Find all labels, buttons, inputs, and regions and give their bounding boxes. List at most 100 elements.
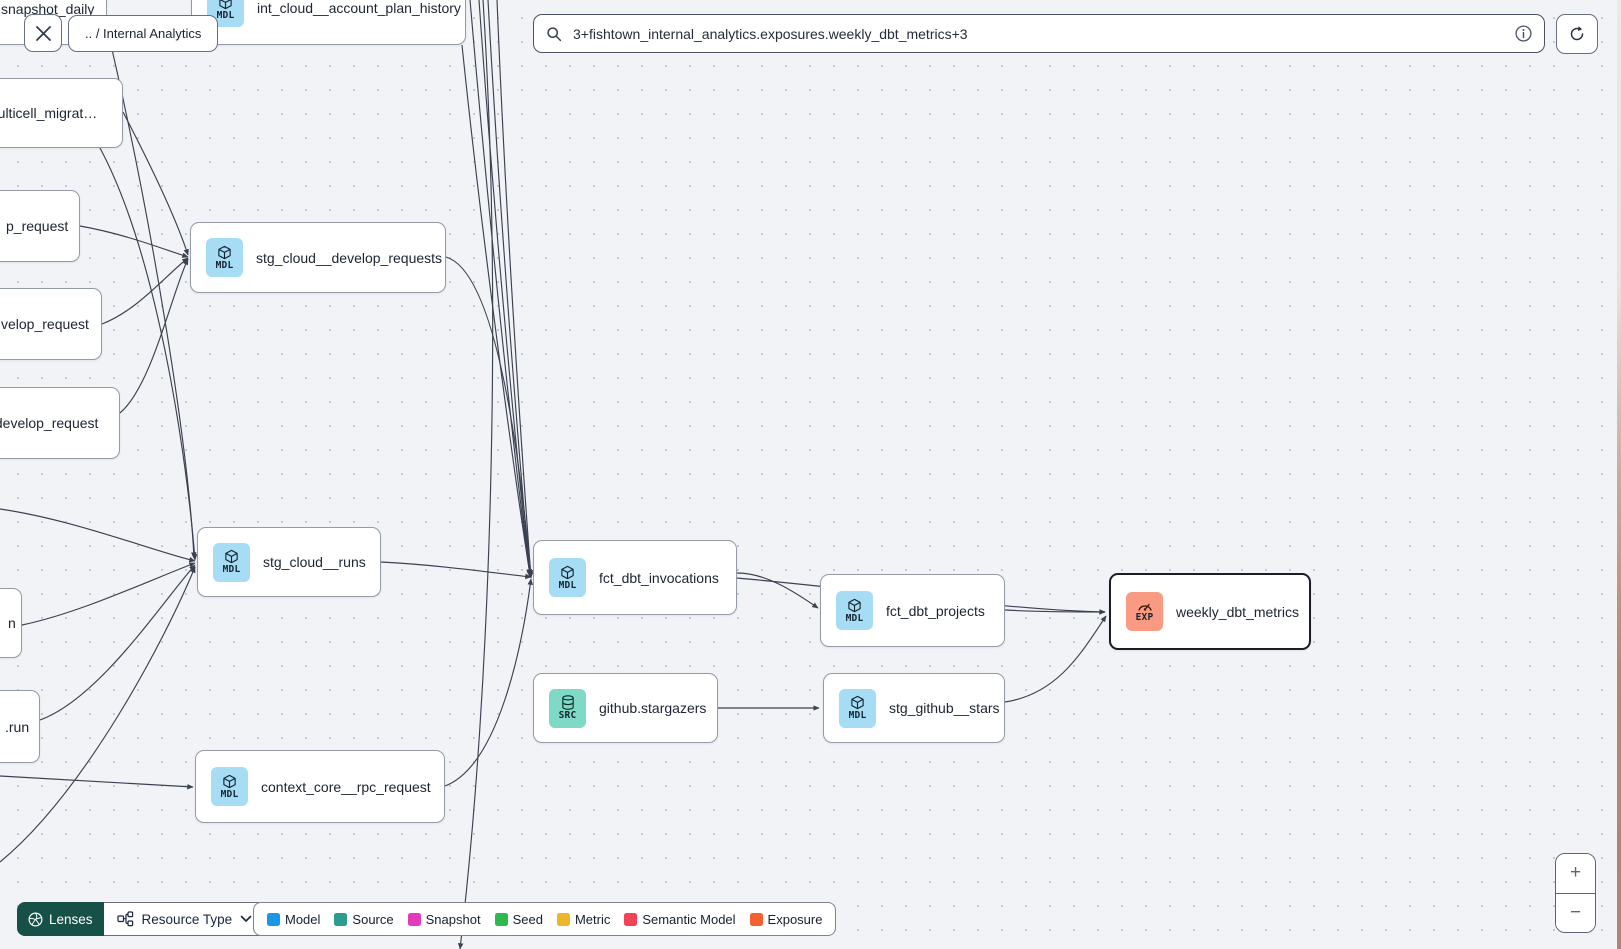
node-label: multicell_migrat…	[0, 105, 98, 121]
model-badge: MDL	[213, 542, 250, 582]
model-icon	[560, 565, 575, 580]
breadcrumb[interactable]: .. / Internal Analytics	[68, 15, 219, 52]
legend-swatch	[407, 912, 421, 926]
node-label: .develop_request	[0, 415, 99, 431]
badge-type-label: MDL	[222, 564, 241, 576]
exposure-icon	[1137, 600, 1153, 612]
legend-item-exposure: Exposure	[749, 911, 823, 927]
legend-label: Semantic Model	[642, 911, 736, 927]
lineage-edge	[496, 0, 534, 579]
badge-type-label: MDL	[558, 579, 577, 591]
model-badge: MDL	[839, 688, 876, 728]
legend-label: Source	[352, 911, 394, 927]
node-label: fct_dbt_invocations	[599, 569, 719, 586]
graph-node-stg_cloud__runs[interactable]: MDL stg_cloud__runs	[197, 527, 381, 597]
lineage-edge	[736, 572, 819, 609]
model-icon	[847, 598, 862, 613]
chevron-down-icon	[240, 915, 252, 922]
lineage-edge	[0, 566, 196, 863]
graph-node-context_core__rpc_request[interactable]: MDL context_core__rpc_request	[195, 750, 445, 823]
refresh-button[interactable]	[1556, 14, 1598, 54]
graph-node-develop_request[interactable]: MDL.develop_request	[0, 387, 120, 459]
close-button[interactable]	[24, 14, 62, 52]
lineage-edge	[1004, 609, 1106, 615]
zoom-out-button[interactable]: −	[1556, 893, 1595, 932]
graph-node-run_node[interactable]: MDL.run	[0, 690, 40, 763]
legend-item-source: Source	[334, 911, 394, 927]
node-label: stg_cloud__develop_requests	[256, 249, 443, 266]
source-icon	[561, 695, 575, 711]
model-icon	[222, 774, 237, 789]
resource-type-label: Resource Type	[141, 911, 233, 927]
resource-type-dropdown[interactable]: Resource Type	[103, 902, 267, 936]
desktop-edge-strip	[1617, 0, 1621, 949]
model-icon	[217, 245, 232, 260]
badge-type-label: MDL	[848, 710, 867, 722]
graph-node-int_cloud__account_plan_history[interactable]: MDL int_cloud__account_plan_history	[191, 0, 466, 45]
lenses-icon	[28, 912, 43, 926]
lineage-edge	[461, 44, 532, 576]
model-badge: MDL	[549, 558, 586, 597]
badge-type-label: EXP	[1135, 612, 1154, 624]
node-label: snapshot_daily	[1, 0, 95, 17]
lenses-label: Lenses	[49, 911, 93, 927]
legend-label: Metric	[574, 911, 611, 927]
lineage-edge	[99, 147, 198, 561]
legend-label: Snapshot	[425, 911, 481, 927]
legend-item-model: Model	[267, 912, 320, 927]
source-badge: SRC	[549, 688, 586, 728]
model-badge: MDL	[211, 767, 248, 806]
legend-swatch	[267, 912, 280, 926]
lenses-button[interactable]: Lenses	[17, 902, 104, 936]
lineage-edge	[21, 562, 196, 626]
lineage-edge	[106, 27, 197, 559]
badge-type-label: MDL	[220, 788, 239, 800]
lineage-edge	[487, 0, 533, 578]
lineage-edge	[39, 564, 196, 721]
node-label: stg_cloud__runs	[263, 554, 366, 570]
zoom-in-button[interactable]: +	[1556, 854, 1595, 894]
badge-type-label: MDL	[216, 9, 235, 21]
legend-swatch	[494, 912, 508, 926]
legend-label: Seed	[512, 911, 543, 927]
search-input[interactable]	[571, 24, 1506, 43]
legend-item-metric: Metric	[556, 911, 611, 927]
lineage-edge	[0, 508, 196, 563]
resource-type-icon	[116, 911, 133, 927]
lineage-edge	[445, 256, 534, 577]
lenses-toolbar: Lenses Resource Type	[17, 902, 267, 936]
exposure-badge: EXP	[1126, 592, 1163, 631]
lineage-edge	[380, 561, 532, 580]
search-bar[interactable]	[533, 14, 1545, 53]
graph-node-multicell_migrat[interactable]: MDLmulticell_migrat…	[0, 78, 123, 148]
legend-swatch	[556, 912, 570, 926]
legend-item-snapshot: Snapshot	[407, 911, 481, 927]
lineage-edge	[101, 257, 189, 325]
lineage-edge	[469, 0, 532, 576]
info-icon[interactable]	[1515, 25, 1532, 42]
badge-type-label: MDL	[845, 612, 864, 624]
lineage-edge	[1004, 615, 1107, 703]
legend-swatch	[334, 912, 348, 926]
graph-node-velop_request[interactable]: MDLvelop_request	[0, 288, 102, 360]
close-icon	[35, 25, 51, 41]
legend-label: Exposure	[767, 911, 823, 927]
legend-item-semantic-model: Semantic Model	[624, 911, 736, 927]
resource-type-legend: Model Source Snapshot Seed Metric Semantic Mo…	[253, 902, 837, 936]
graph-node-fct_dbt_invocations[interactable]: MDL fct_dbt_invocations	[533, 540, 737, 615]
lineage-edge	[119, 258, 189, 414]
node-label: n	[8, 615, 16, 631]
graph-node-n_node[interactable]: MDLn	[0, 588, 22, 658]
graph-node-p_request[interactable]: MDLp_request	[0, 190, 80, 262]
node-label: context_core__rpc_request	[261, 778, 431, 795]
breadcrumb-label: .. / Internal Analytics	[85, 26, 202, 41]
node-label: github.stargazers	[599, 700, 707, 716]
graph-node-github.stargazers[interactable]: SRC github.stargazers	[533, 673, 718, 743]
model-icon	[850, 695, 865, 710]
node-label: int_cloud__account_plan_history	[257, 0, 461, 16]
refresh-icon	[1570, 26, 1584, 41]
